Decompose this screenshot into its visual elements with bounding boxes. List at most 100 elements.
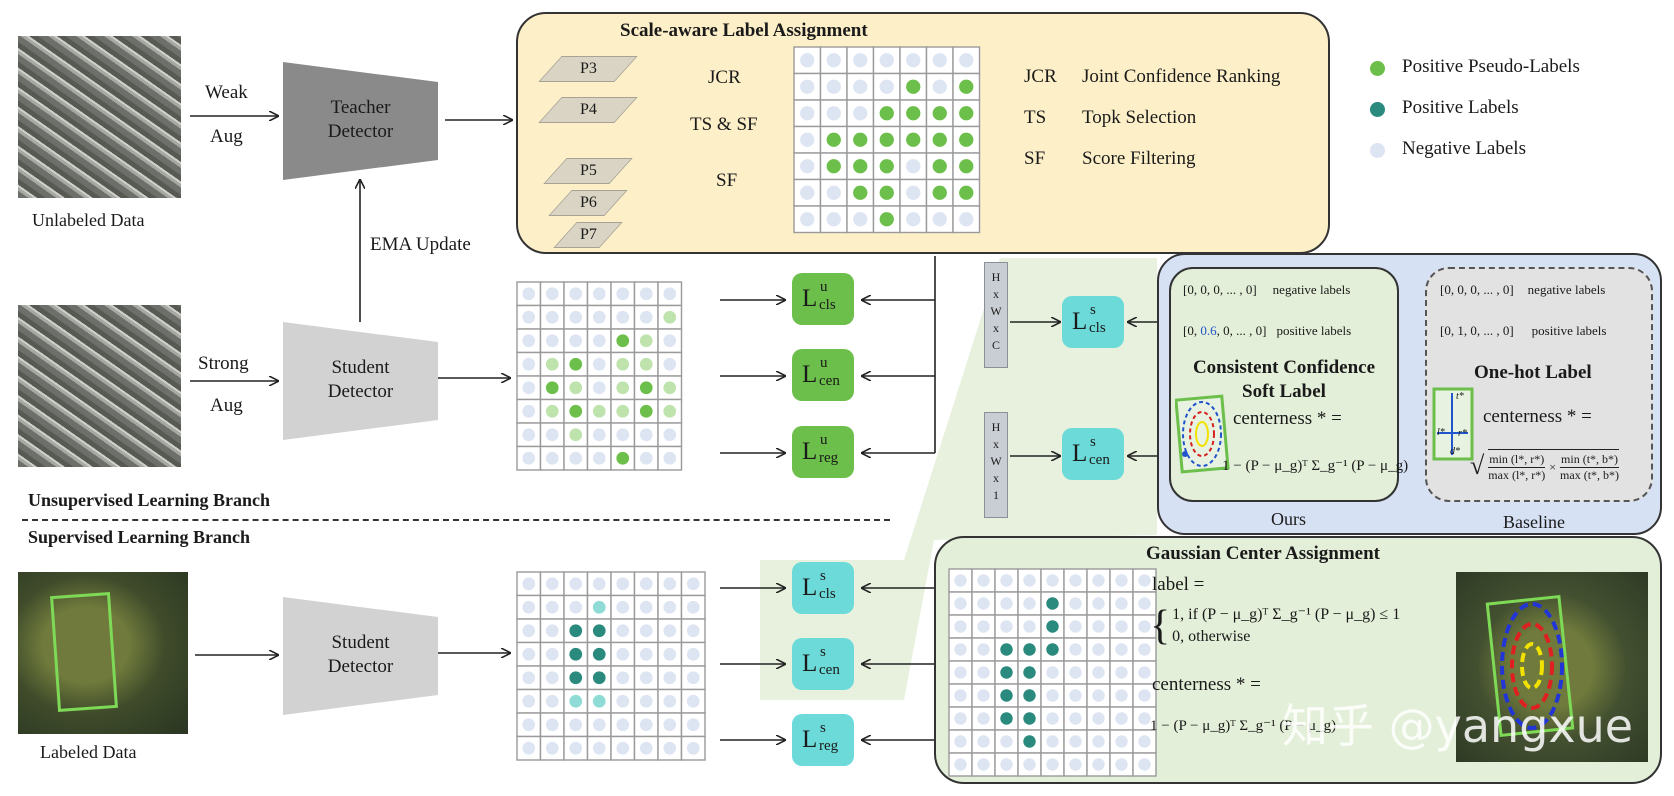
- negative-label-dot: [545, 310, 559, 324]
- positive-label-dot: [1000, 666, 1013, 679]
- gca-case-2: 0, otherwise: [1172, 628, 1251, 645]
- negative-label-dot: [522, 741, 536, 755]
- negative-label-dot: [1069, 666, 1082, 679]
- positive-label-dot: [592, 671, 606, 685]
- negative-label-dot: [1023, 574, 1036, 587]
- negative-label-dot: [545, 718, 559, 732]
- positive-label-dot: [569, 647, 583, 661]
- negative-label-dot: [853, 212, 868, 227]
- negative-label-dot: [977, 574, 990, 587]
- unsupervised-branch-label: Unsupervised Learning Branch: [28, 490, 271, 510]
- legend-positive-labels: Positive Labels: [1402, 97, 1519, 118]
- negative-label-dot: [639, 287, 653, 301]
- negative-label-dot: [569, 310, 583, 324]
- positive-label-dot: [959, 185, 974, 200]
- negative-label-dot: [639, 741, 653, 755]
- negative-label-dot: [977, 712, 990, 725]
- teacher-detector: [283, 62, 438, 180]
- negative-label-dot: [1092, 666, 1105, 679]
- positive-label-dot: [569, 694, 583, 708]
- ours-centerness-formula: 1 − (P − μ_g)ᵀ Σ_g⁻¹ (P − μ_g): [1222, 458, 1409, 474]
- negative-label-dot: [522, 694, 536, 708]
- negative-label-dot: [592, 428, 606, 442]
- negative-label-dot: [663, 334, 677, 348]
- negative-label-dot: [1069, 735, 1082, 748]
- positive-label-dot: [545, 357, 559, 371]
- negative-label-dot: [959, 53, 974, 68]
- negative-label-dot: [686, 718, 700, 732]
- positive-label-dot: [663, 310, 677, 324]
- negative-label-dot: [932, 212, 947, 227]
- negative-label-dot: [1069, 620, 1082, 633]
- negative-label-dot: [800, 159, 815, 174]
- negative-label-dot: [853, 79, 868, 94]
- negative-label-dot: [686, 741, 700, 755]
- box-distance-icon: [1432, 387, 1474, 461]
- gca-title: Gaussian Center Assignment: [1146, 543, 1381, 564]
- negative-label-dot: [954, 758, 967, 771]
- negative-label-dot: [639, 577, 653, 591]
- baseline-box: [1425, 267, 1653, 502]
- negative-label-dot: [1023, 597, 1036, 610]
- negative-label-dot: [977, 620, 990, 633]
- negative-label-dot: [1000, 597, 1013, 610]
- positive-label-dot: [663, 381, 677, 395]
- negative-label-dot: [1046, 758, 1059, 771]
- student-detector-unsup: [283, 322, 438, 440]
- negative-label-dot: [1138, 689, 1151, 702]
- negative-label-dot: [639, 310, 653, 324]
- watermark: 知乎 @yangxue: [1282, 699, 1634, 753]
- negative-label-dot: [522, 381, 536, 395]
- negative-label-dot: [1023, 758, 1036, 771]
- positive-label-dot: [1000, 643, 1013, 656]
- negative-label-dot: [1046, 666, 1059, 679]
- negative-label-dot: [686, 671, 700, 685]
- negative-label-dot: [616, 600, 630, 614]
- legend-dot-negative: [1370, 143, 1385, 158]
- negative-label-dot: [545, 741, 559, 755]
- negative-label-dot: [686, 600, 700, 614]
- negative-label-dot: [954, 574, 967, 587]
- negative-label-dot: [639, 694, 653, 708]
- positive-label-dot: [932, 106, 947, 121]
- gca-grid: [948, 568, 1157, 777]
- positive-label-dot: [639, 404, 653, 418]
- negative-label-dot: [1138, 597, 1151, 610]
- branch-divider: [22, 519, 890, 521]
- negative-label-dot: [932, 79, 947, 94]
- labeled-caption: Labeled Data: [40, 742, 137, 762]
- positive-label-dot: [663, 404, 677, 418]
- positive-label-dot: [1023, 643, 1036, 656]
- negative-label-dot: [545, 647, 559, 661]
- negative-label-dot: [977, 758, 990, 771]
- negative-label-dot: [545, 334, 559, 348]
- def-text-ts: Topk Selection: [1082, 107, 1197, 128]
- negative-label-dot: [522, 671, 536, 685]
- gca-gaussian-overlay: [1485, 594, 1575, 738]
- negative-label-dot: [592, 310, 606, 324]
- negative-label-dot: [1069, 689, 1082, 702]
- negative-label-dot: [639, 428, 653, 442]
- negative-label-dot: [977, 689, 990, 702]
- negative-label-dot: [1000, 758, 1013, 771]
- negative-label-dot: [522, 624, 536, 638]
- positive-label-dot: [826, 132, 841, 147]
- negative-label-dot: [616, 694, 630, 708]
- negative-label-dot: [663, 287, 677, 301]
- positive-label-dot: [616, 357, 630, 371]
- ours-centerness-eq: centerness * =: [1233, 408, 1342, 429]
- unsup-grid: [516, 281, 683, 471]
- positive-label-dot: [569, 357, 583, 371]
- ours-caption: Ours: [1271, 509, 1306, 529]
- legend-dot-positive: [1370, 102, 1385, 117]
- positive-label-dot: [1023, 689, 1036, 702]
- negative-label-dot: [592, 381, 606, 395]
- negative-label-dot: [826, 53, 841, 68]
- negative-label-dot: [1046, 574, 1059, 587]
